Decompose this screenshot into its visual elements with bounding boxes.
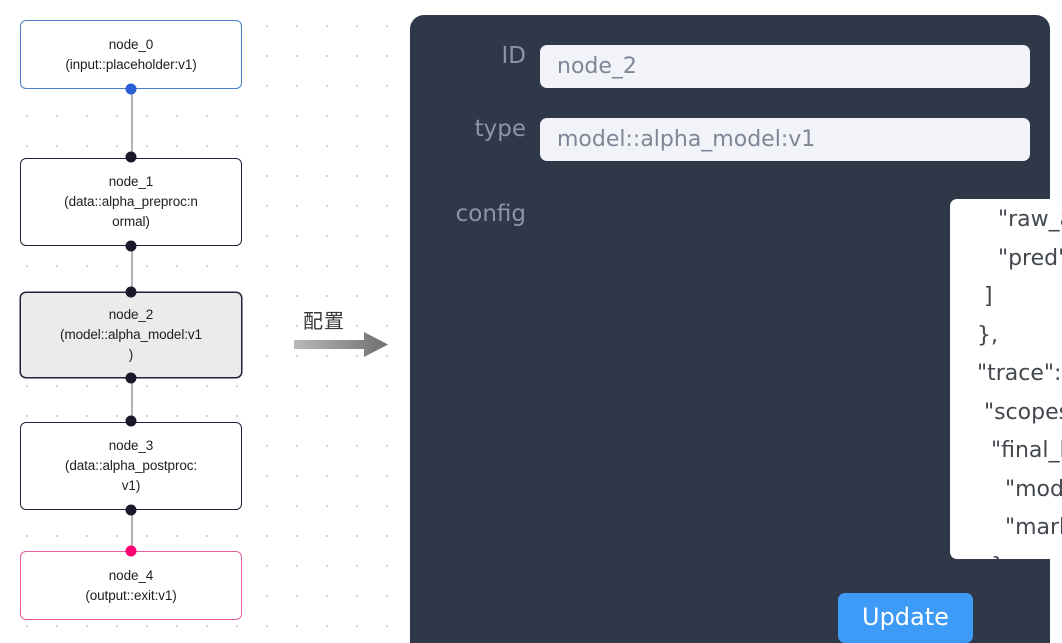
node_3-target-handle[interactable] bbox=[125, 415, 137, 427]
node_1-target-handle[interactable] bbox=[125, 151, 137, 163]
flow-node-node_2[interactable]: node_2 (model::alpha_model:v1 ) bbox=[20, 292, 242, 378]
node_3-source-handle[interactable] bbox=[125, 504, 137, 516]
id-field-row: ID bbox=[424, 45, 1030, 88]
type-field-label: type bbox=[474, 116, 526, 142]
config-field-row: config bbox=[424, 203, 540, 226]
flow-node-label: node_1 (data::alpha_preproc:n ormal) bbox=[64, 174, 198, 229]
flow-node-node_0[interactable]: node_0 (input::placeholder:v1) bbox=[20, 20, 242, 89]
transition-label: 配置 bbox=[303, 309, 345, 333]
flow-node-label: node_0 (input::placeholder:v1) bbox=[65, 36, 197, 72]
flow-node-label: node_3 (data::alpha_postproc: v1) bbox=[64, 438, 198, 493]
flow-node-label: node_4 (output::exit:v1) bbox=[85, 567, 177, 603]
flow-node-node_1[interactable]: node_1 (data::alpha_preproc:n ormal) bbox=[20, 158, 242, 246]
node_1-source-handle[interactable] bbox=[125, 240, 137, 252]
id-field-label: ID bbox=[501, 43, 527, 69]
node_2-target-handle[interactable] bbox=[125, 286, 137, 298]
id-input[interactable] bbox=[540, 45, 1030, 88]
flow-node-node_3[interactable]: node_3 (data::alpha_postproc: v1) bbox=[20, 422, 242, 510]
flow-node-node_4[interactable]: node_4 (output::exit:v1) bbox=[20, 551, 242, 620]
node-config-panel: ID type config "raw_action", "pred" ] },… bbox=[410, 15, 1062, 643]
config-textarea[interactable]: "raw_action", "pred" ] }, "trace": { "sc… bbox=[950, 199, 1062, 559]
type-input[interactable] bbox=[540, 118, 1030, 161]
edge-node3-node4 bbox=[131, 509, 133, 550]
node_4-target-handle[interactable] bbox=[125, 545, 137, 557]
update-button[interactable]: Update bbox=[838, 593, 973, 643]
edge-node1-node2 bbox=[131, 245, 133, 293]
type-field-row: type bbox=[424, 118, 1030, 161]
node_0-source-handle[interactable] bbox=[125, 83, 137, 95]
flow-node-label: node_2 (model::alpha_model:v1 ) bbox=[60, 307, 202, 362]
node_2-source-handle[interactable] bbox=[125, 372, 137, 384]
edge-node2-node3 bbox=[131, 378, 133, 422]
edge-node0-node1 bbox=[131, 88, 133, 158]
config-field-label: config bbox=[455, 201, 526, 227]
transition-arrow-icon bbox=[294, 332, 388, 357]
config-textarea-wrapper: "raw_action", "pred" ] }, "trace": { "sc… bbox=[950, 199, 1062, 559]
